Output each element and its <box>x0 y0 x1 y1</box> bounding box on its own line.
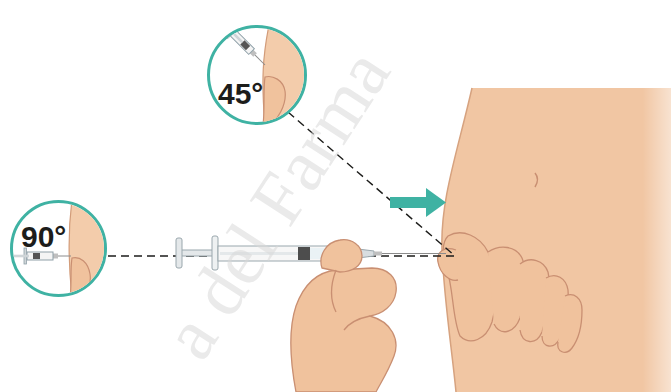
angle-label: 90° <box>21 222 66 252</box>
skin-fade <box>600 80 671 392</box>
inset-art <box>9 200 107 297</box>
direction-arrow <box>390 188 446 217</box>
angle-label: 45° <box>218 79 263 109</box>
pinching-hand <box>438 233 582 352</box>
navel <box>535 173 538 187</box>
angle-inset-circle: 90° <box>10 200 107 297</box>
holding-hand <box>291 240 397 392</box>
